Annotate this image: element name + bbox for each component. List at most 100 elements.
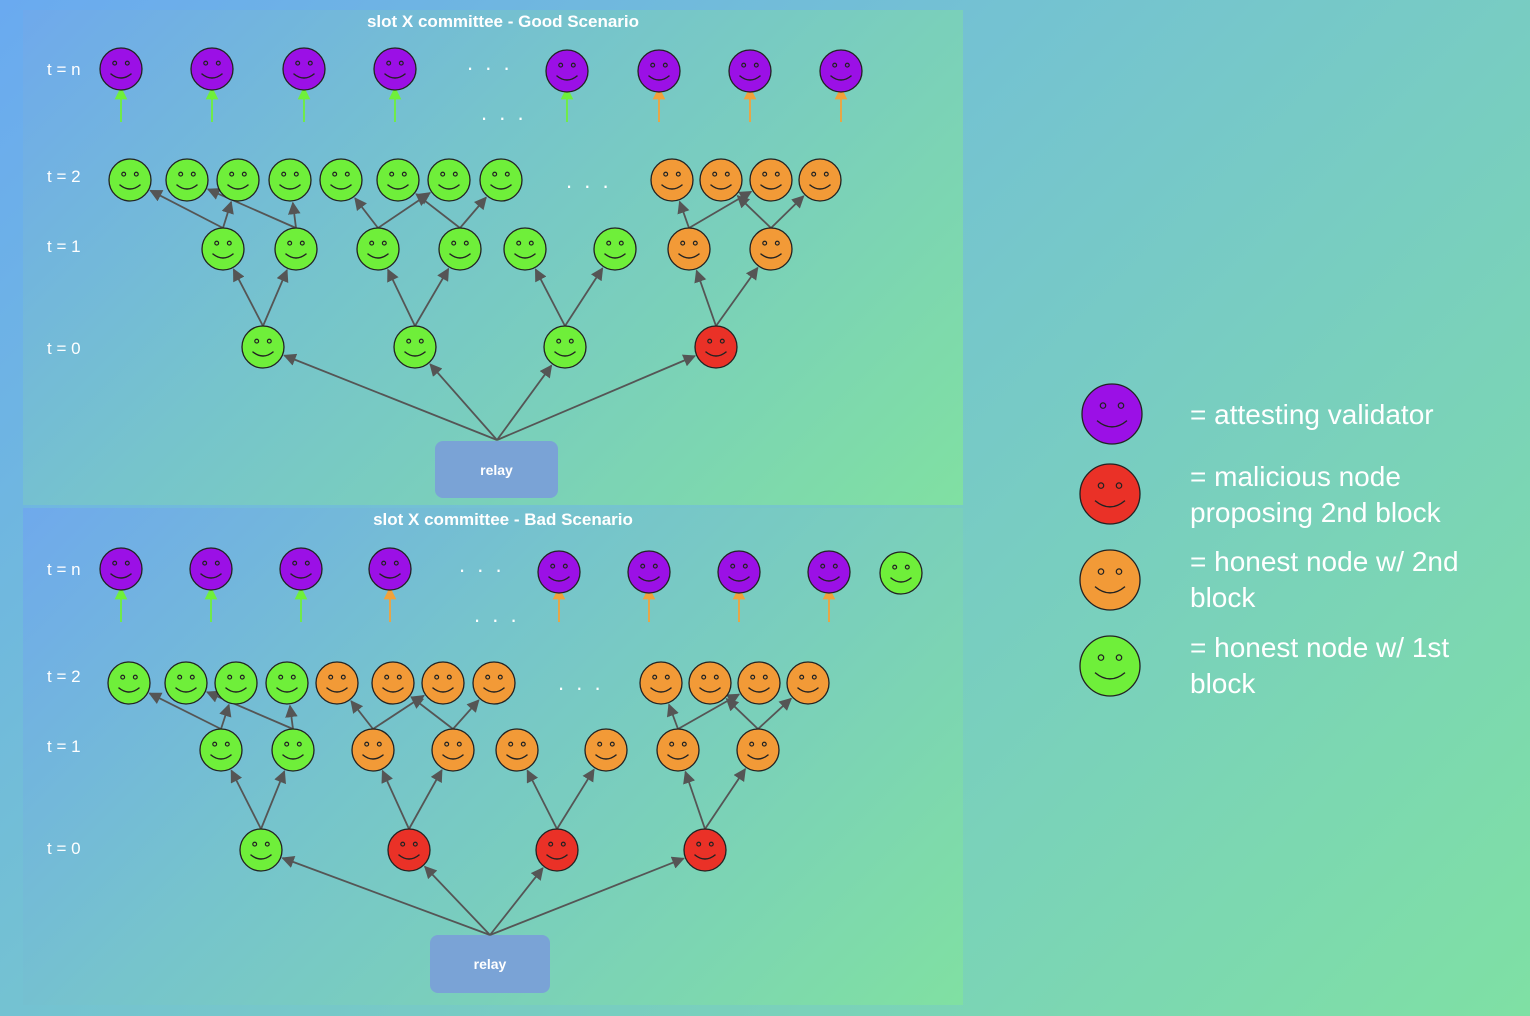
node-t1-1 [271, 728, 315, 772]
edge-t1-t2-0-0 [148, 692, 222, 730]
node-t0-3 [683, 828, 727, 872]
edge-t1-t2-0-2 [221, 200, 234, 229]
good-scenario-panel: slot X committee - Good Scenario t = n t… [23, 10, 963, 505]
edge-relay-t0-3 [489, 856, 685, 936]
edge-t0-t1-1-1 [408, 768, 443, 830]
row-label-t1: t = 1 [47, 237, 81, 256]
ellipsis-t2: . . . [566, 168, 612, 193]
node-t1-5 [593, 227, 637, 271]
edge-t1-t2-7-11 [770, 195, 805, 229]
node-t2-11 [786, 661, 830, 705]
legend-icon-validator [1081, 383, 1143, 445]
edge-t1-t2-2-4 [354, 197, 379, 229]
edge-t1-t2-3-5 [415, 193, 461, 229]
edge-t1-t2-7-9 [725, 698, 759, 730]
ellipsis-tn: . . . [467, 50, 513, 75]
edge-t0-t1-3-0 [683, 770, 706, 830]
edge-t1-t2-7-11 [757, 697, 793, 730]
node-t1-6 [667, 227, 711, 271]
node-t2-10 [737, 661, 781, 705]
edge-t0-t1-0-0 [230, 769, 262, 830]
edge-relay-t0-0 [281, 856, 491, 936]
edge-relay-t0-2 [496, 364, 553, 441]
node-t1-4 [495, 728, 539, 772]
node-t2-10 [749, 158, 793, 202]
node-t1-3 [438, 227, 482, 271]
node-tn-5 [627, 550, 671, 594]
node-t2-6 [421, 661, 465, 705]
ellipsis-below-tn: . . . [474, 602, 520, 627]
node-t2-3 [265, 661, 309, 705]
edge-t1-t2-7-9 [736, 195, 772, 229]
panel-title-bad: slot X committee - Bad Scenario [373, 510, 633, 529]
legend-label-malicious: = malicious node proposing 2nd block [1190, 461, 1441, 528]
edge-t0-t1-2-0 [534, 268, 566, 327]
edge-relay-t0-0 [283, 353, 498, 441]
node-t2-1 [165, 158, 209, 202]
node-t2-9 [699, 158, 743, 202]
legend-label-validator: = attesting validator [1190, 399, 1434, 430]
node-t1-6 [656, 728, 700, 772]
edge-t0-t1-3-0 [694, 269, 717, 327]
row-label-t0: t = 0 [47, 839, 81, 858]
node-t1-1 [274, 227, 318, 271]
edge-t1-t2-1-3 [285, 704, 298, 730]
node-t1-2 [351, 728, 395, 772]
node-t1-5 [584, 728, 628, 772]
bad-scenario-graph [99, 547, 923, 936]
edge-t0-t1-1-0 [387, 268, 416, 327]
node-t1-0 [199, 728, 243, 772]
node-tn-3 [368, 547, 412, 591]
row-label-t2: t = 2 [47, 667, 81, 686]
edge-relay-t0-1 [423, 865, 491, 936]
edge-t1-t2-3-7 [452, 699, 480, 730]
node-t0-3 [694, 325, 738, 369]
edge-t0-t1-1-1 [414, 267, 450, 327]
relay-box: relay [430, 935, 550, 993]
edge-t1-t2-2-4 [350, 700, 374, 730]
node-t0-0 [239, 828, 283, 872]
node-t1-4 [503, 227, 547, 271]
node-t0-1 [393, 325, 437, 369]
ellipsis-t2: . . . [558, 670, 604, 695]
node-tn-0 [99, 47, 143, 91]
node-t2-0 [107, 661, 151, 705]
row-label-tn: t = n [47, 560, 81, 579]
edge-relay-t0-3 [496, 354, 696, 441]
edge-t0-t1-2-1 [556, 768, 595, 830]
node-t2-2 [214, 661, 258, 705]
node-t2-4 [319, 158, 363, 202]
edge-t1-t2-0-2 [219, 703, 232, 730]
edge-t1-t2-3-7 [459, 196, 487, 229]
node-t2-2 [216, 158, 260, 202]
edge-t1-t2-6-8 [677, 200, 690, 229]
node-t2-1 [164, 661, 208, 705]
edge-t1-t2-0-0 [149, 189, 224, 229]
legend-icon-honest_2nd [1079, 549, 1141, 611]
node-tn-4 [545, 49, 589, 93]
good-scenario-graph [99, 47, 863, 441]
edge-t1-t2-3-5 [410, 696, 454, 730]
relay-box: relay [435, 441, 558, 498]
node-t1-0 [201, 227, 245, 271]
node-tn-2 [282, 47, 326, 91]
row-label-t2: t = 2 [47, 167, 81, 186]
edge-t0-t1-0-1 [260, 770, 286, 830]
edge-t0-t1-2-0 [526, 769, 558, 830]
row-label-t1: t = 1 [47, 737, 81, 756]
edge-t0-t1-2-1 [564, 267, 604, 327]
bad-scenario-panel: slot X committee - Bad Scenario t = n t … [23, 508, 963, 1005]
edge-relay-t0-2 [489, 867, 544, 936]
edge-t1-t2-6-8 [666, 703, 679, 730]
edge-t0-t1-0-1 [262, 268, 289, 327]
node-t2-7 [472, 661, 516, 705]
node-tn-6 [728, 49, 772, 93]
node-tn-2 [279, 547, 323, 591]
node-t2-8 [639, 661, 683, 705]
node-t1-2 [356, 227, 400, 271]
relay-label: relay [480, 461, 513, 478]
ellipsis-tn: . . . [459, 552, 505, 577]
node-t0-2 [535, 828, 579, 872]
edge-t0-t1-0-0 [232, 268, 264, 327]
edge-t1-t2-1-1 [206, 188, 297, 229]
